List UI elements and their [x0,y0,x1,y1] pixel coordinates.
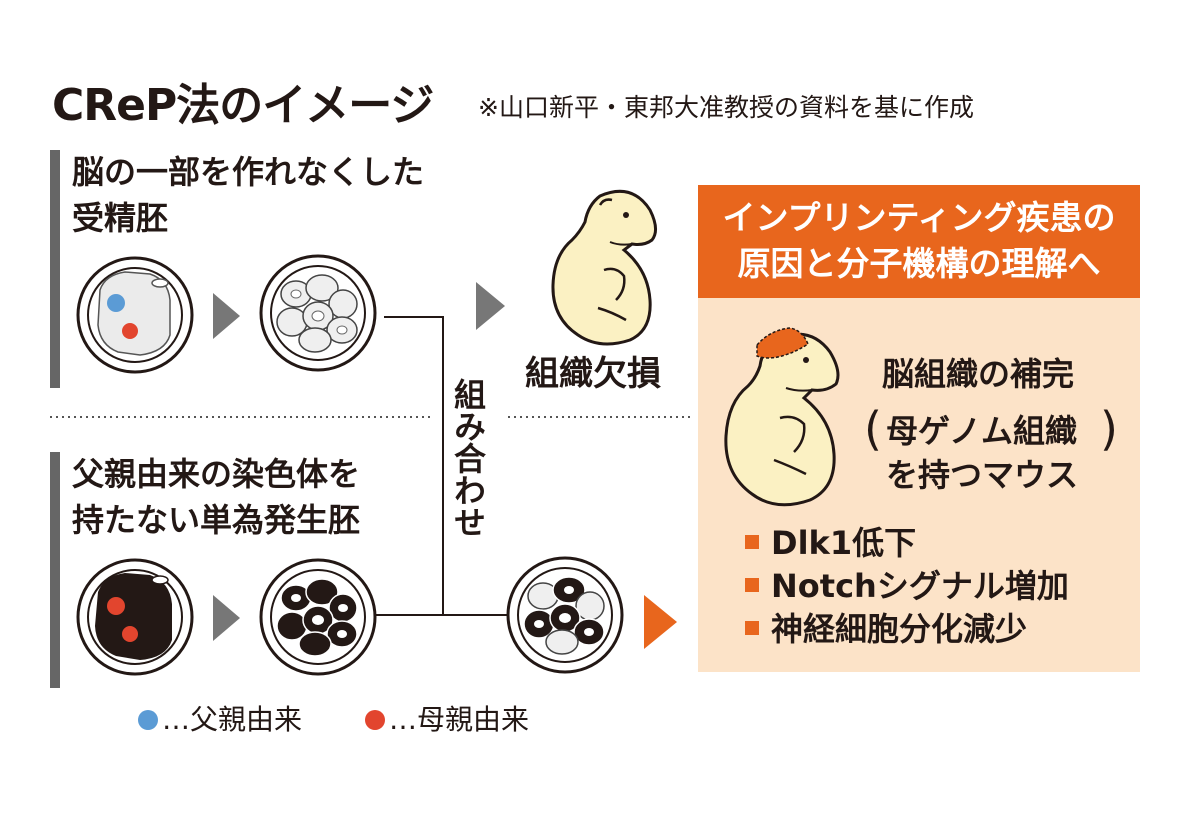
morula-light-icon [259,254,377,372]
combine-label: 組み合わせ [444,372,492,544]
page-title: CReP法のイメージ [52,80,434,131]
legend-maternal-label: …母親由来 [389,703,530,736]
morula-dark-icon [259,558,377,676]
section-top-label-line1: 脳の一部を作れなくした [72,153,425,191]
result-box-header-line1: インプリンティング疾患の [722,198,1116,237]
bullet-item: 神経細胞分化減少 [745,608,1027,650]
section-top-bar [50,150,60,388]
maternal-genome-line1: 母ゲノム組織 [886,412,1078,450]
section-bottom-label-line2: 持たない単為発生胚 [72,501,361,539]
connector-bracket [372,316,444,616]
paren-close-glyph: ) [1100,402,1118,456]
bullet-item: Notchシグナル増加 [745,565,1069,607]
mouse-fetus-complement-icon [724,327,840,507]
arrow-orange-icon [644,595,677,649]
result-box-header: インプリンティング疾患の 原因と分子機構の理解へ [698,185,1140,298]
legend-maternal-dot [365,710,385,730]
bullet-square-icon [745,535,759,549]
tissue-defect-caption: 組織欠損 [525,354,661,394]
section-bottom-bar [50,452,60,688]
arrow-top-1-icon [213,293,240,339]
maternal-pronucleus-1-dot [107,597,125,615]
maternal-genome-line2: を持つマウス [886,456,1079,494]
legend-paternal-label: …父親由来 [162,703,303,736]
chimeric-morula-icon [506,556,624,674]
bullet-square-icon [745,578,759,592]
result-box-header-line2: 原因と分子機構の理解へ [737,244,1101,283]
bullet-item: Dlk1低下 [745,522,916,564]
maternal-pronucleus-2-dot [122,626,138,642]
paternal-pronucleus-dot [107,294,125,312]
mouse-fetus-defect-icon [551,189,657,346]
arrow-top-2-icon [476,282,505,330]
bullet-square-icon [745,621,759,635]
paren-open-glyph: ( [864,402,882,456]
parthenogenetic-egg-icon [76,558,194,676]
brain-complement-title: 脳組織の補完 [882,355,1075,393]
arrow-bottom-1-icon [213,595,240,641]
legend-paternal-dot [138,710,158,730]
section-top-label-line2: 受精胚 [72,199,169,237]
section-bottom-label-line1: 父親由来の染色体を [72,455,361,493]
maternal-pronucleus-dot [122,323,138,339]
zygote-embryo-icon [76,256,194,374]
source-note: ※山口新平・東邦大准教授の資料を基に作成 [478,93,974,122]
